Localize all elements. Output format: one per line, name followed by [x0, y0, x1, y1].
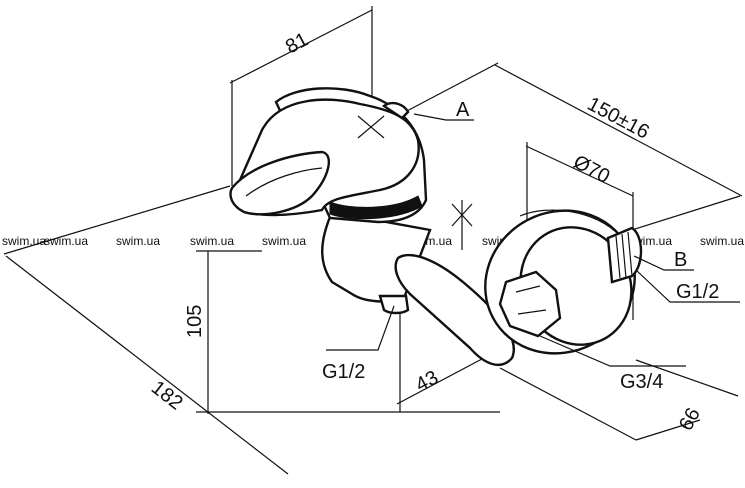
extension-line [404, 62, 499, 113]
callout-a: A [456, 99, 470, 121]
dimension-line-43 [396, 350, 498, 405]
extension-line [631, 195, 741, 231]
thread-lines [615, 231, 633, 279]
housing-band [329, 195, 423, 220]
outlet-nozzle [378, 294, 410, 315]
mixer-body [229, 87, 515, 367]
extension-line [635, 419, 701, 441]
dim-label-150: 150±16 [584, 93, 653, 144]
thread-label-inlet: G1/2 [676, 281, 719, 303]
dimension-line-150 [494, 64, 743, 197]
handle-nose [229, 150, 331, 216]
leader-g12-right [635, 269, 740, 303]
callout-labels: A B G1/2 G1/2 G3/4 [322, 99, 719, 393]
dim-label-d70: Ø70 [570, 151, 614, 188]
dimension-line-d70 [525, 145, 634, 197]
nut-edges [515, 285, 547, 315]
watermark: swim.ua [700, 234, 744, 248]
handle-crease [245, 167, 323, 197]
dim-label-182: 182 [147, 377, 187, 415]
connector-arm [394, 253, 515, 367]
leader-g34 [539, 335, 686, 367]
leader-b [633, 255, 694, 271]
dimension-line-66 [499, 367, 637, 441]
dim-label-105: 105 [184, 305, 206, 338]
dimension-lines [3, 6, 743, 475]
hex-nut [498, 270, 562, 338]
thread-label-outlet: G1/2 [322, 361, 365, 383]
wall-connection [484, 209, 643, 355]
leader-a [413, 113, 474, 121]
watermark: swim.ua [44, 234, 88, 248]
center-mark [357, 115, 385, 139]
dimension-line-81 [229, 9, 373, 84]
thread-label-eccentric: G3/4 [620, 371, 663, 393]
dim-label-43: 43 [412, 367, 442, 397]
watermark: swim.ua [2, 234, 46, 248]
extension-line [3, 185, 231, 255]
callout-leaders [326, 113, 740, 367]
watermark: swim.ua [262, 234, 306, 248]
leader-g12-left [326, 305, 395, 351]
flange-edge [519, 209, 621, 237]
dim-label-66: 66 [675, 404, 705, 434]
callout-b: B [674, 249, 687, 271]
watermark: swim.ua [190, 234, 234, 248]
top-nub [381, 101, 410, 120]
dimension-line-182 [5, 255, 289, 475]
watermark: swim.ua [116, 234, 160, 248]
